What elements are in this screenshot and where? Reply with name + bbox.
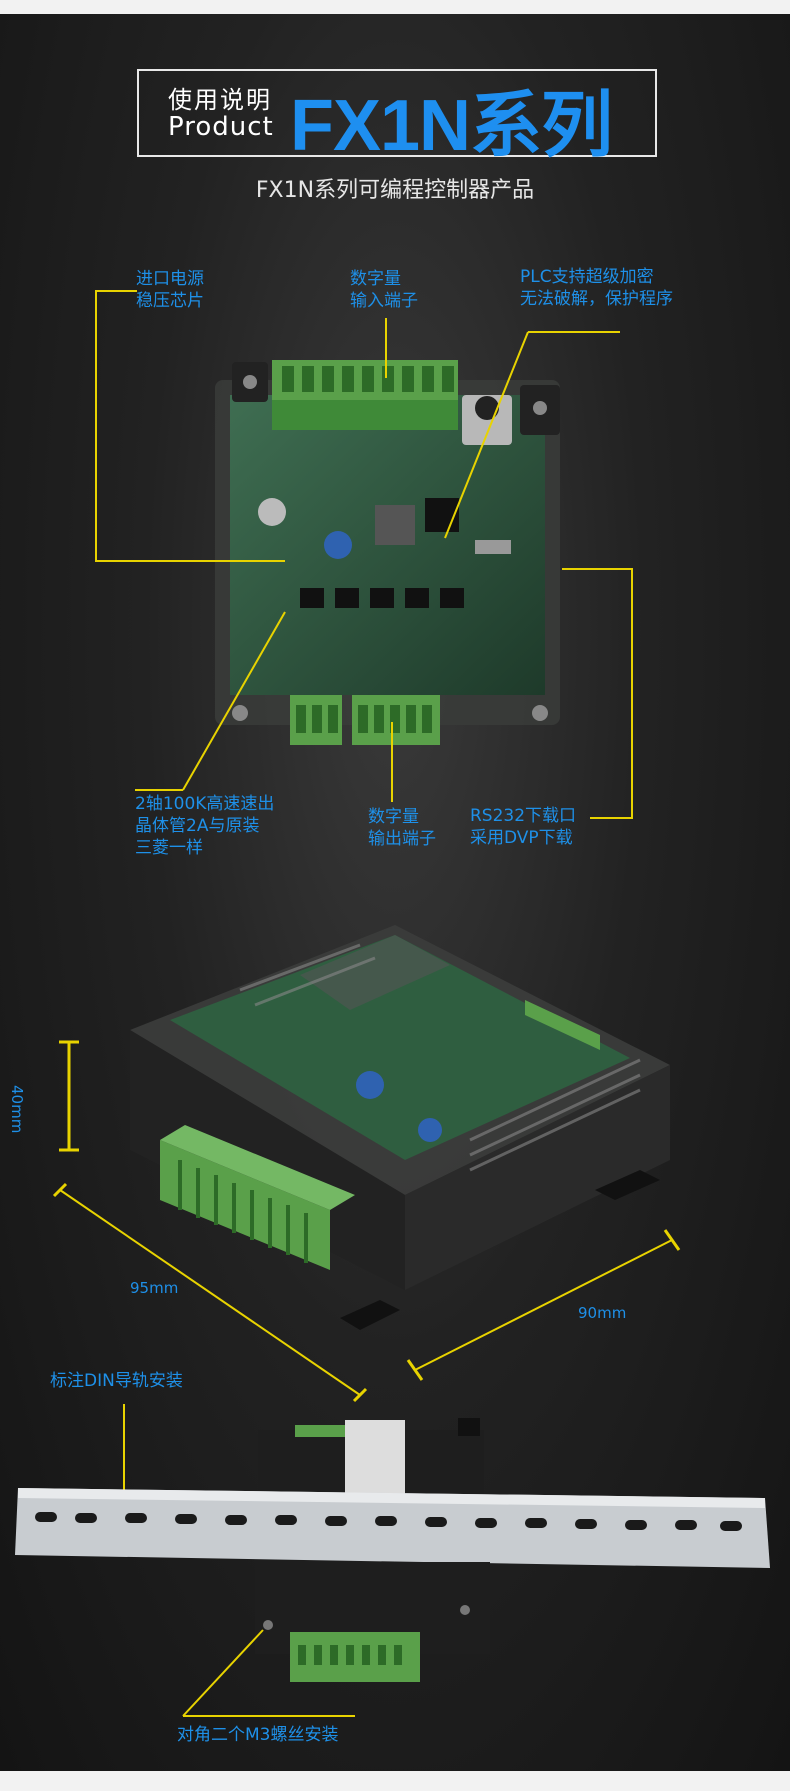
page-subtitle: FX1N系列可编程控制器产品 (255, 178, 535, 203)
leader-line (391, 722, 393, 802)
leader-line (385, 318, 387, 378)
leader-line (631, 568, 633, 818)
header-label-en: Product (168, 112, 274, 142)
din-title: 标注DIN导轨安装 (50, 1371, 183, 1391)
leader-line (95, 290, 97, 562)
top-strip (0, 0, 790, 14)
callout-power-chip: 进口电源稳压芯片 (136, 269, 204, 311)
din-screws-note: 对角二个M3螺丝安装 (177, 1725, 339, 1745)
leader-diagonal (135, 331, 529, 791)
plc-case-illustration (52, 925, 681, 1403)
leader-line (528, 331, 620, 333)
callout-digital-input: 数字量输入端子 (350, 269, 418, 311)
leader-line (123, 1404, 125, 1496)
callout-digital-output: 数字量输出端子 (368, 807, 436, 849)
page-title: FX1N系列 (290, 86, 613, 166)
plc-board-illustration (215, 360, 560, 745)
callout-encryption: PLC支持超级加密无法破解，保护程序 (520, 267, 673, 309)
leader-line (95, 290, 137, 292)
header-frame (137, 69, 657, 157)
callout-rs232: RS232下载口采用DVP下载 (470, 806, 577, 848)
leader-line (95, 560, 285, 562)
leader-line (562, 568, 632, 570)
leader-line (590, 817, 633, 819)
callout-high-speed: 2轴100K高速速出晶体管2A与原装三菱一样 (135, 794, 275, 858)
dimension-depth-label: 90mm (578, 1304, 627, 1322)
header-label-cn: 使用说明 (168, 86, 272, 114)
dimension-width-label: 95mm (130, 1279, 179, 1297)
bottom-strip (0, 1771, 790, 1791)
